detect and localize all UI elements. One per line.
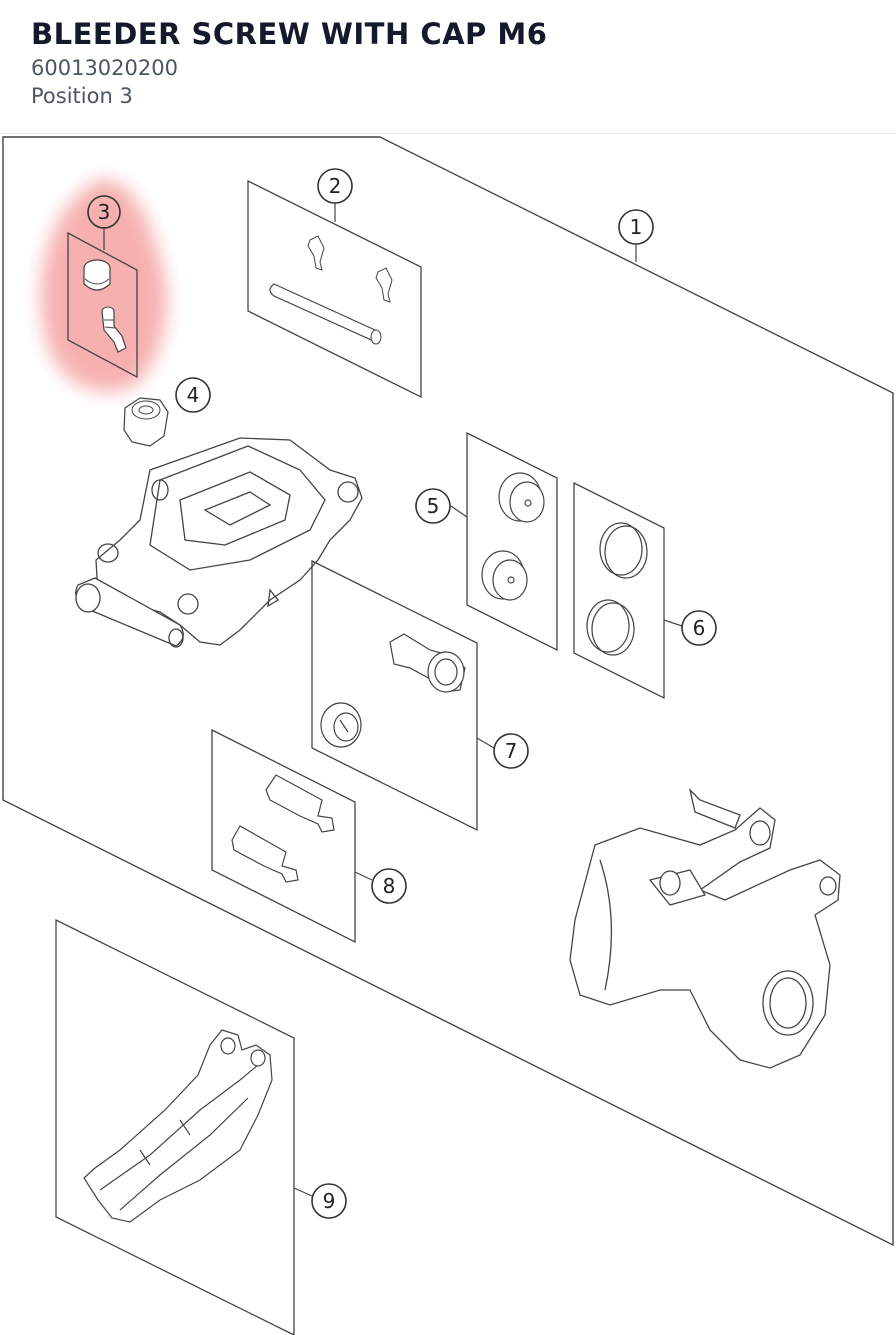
svg-text:1: 1	[630, 215, 643, 239]
part-5-group[interactable]	[450, 431, 558, 652]
part-3-group[interactable]	[67, 227, 138, 379]
svg-text:5: 5	[427, 494, 440, 518]
svg-text:8: 8	[383, 874, 396, 898]
callout-5[interactable]: 5	[415, 488, 451, 524]
svg-text:7: 7	[505, 739, 518, 763]
seal-ring-icon	[586, 522, 648, 656]
pin-icon	[269, 283, 382, 345]
bleeder-screw-icon	[101, 306, 127, 353]
callout-1[interactable]: 1	[618, 209, 654, 262]
bleeder-cap-icon	[83, 259, 111, 291]
callout-6[interactable]: 6	[681, 610, 717, 646]
part-7-group[interactable]	[311, 559, 495, 832]
brake-pad-icon	[83, 1029, 273, 1223]
part-number: 60013020200	[31, 56, 178, 80]
svg-text:3: 3	[98, 200, 111, 224]
callout-3[interactable]: 3	[87, 195, 121, 229]
part-6-group[interactable]	[573, 481, 683, 700]
part-9-group[interactable]	[55, 918, 313, 1335]
callout-8[interactable]: 8	[371, 868, 407, 904]
callout-4[interactable]: 4	[175, 377, 211, 413]
slide-pin-icon	[320, 633, 466, 748]
part-8-group[interactable]	[211, 728, 373, 944]
svg-text:9: 9	[323, 1189, 336, 1213]
pad-spring-icon	[231, 774, 335, 883]
svg-text:2: 2	[329, 174, 342, 198]
svg-text:4: 4	[187, 383, 200, 407]
header-divider	[0, 133, 896, 134]
part-title: BLEEDER SCREW WITH CAP M6	[31, 17, 548, 51]
svg-text:6: 6	[693, 616, 706, 640]
callout-9[interactable]: 9	[311, 1183, 347, 1219]
callout-7[interactable]: 7	[493, 733, 529, 769]
brake-caliper-icon	[75, 437, 363, 648]
part-2-group[interactable]	[247, 179, 422, 399]
part-4-nut-icon[interactable]	[123, 397, 169, 447]
part-1-frame	[2, 136, 894, 1247]
part-header: BLEEDER SCREW WITH CAP M6 60013020200 Po…	[31, 14, 871, 110]
clip-icon	[307, 235, 393, 303]
part-position: Position 3	[31, 84, 133, 108]
caliper-bracket-icon	[569, 787, 841, 1069]
callout-2[interactable]: 2	[317, 168, 353, 204]
exploded-parts-diagram: 1 2 3 4 5 6 7 8 9	[2, 136, 894, 1335]
piston-icon	[481, 472, 545, 601]
